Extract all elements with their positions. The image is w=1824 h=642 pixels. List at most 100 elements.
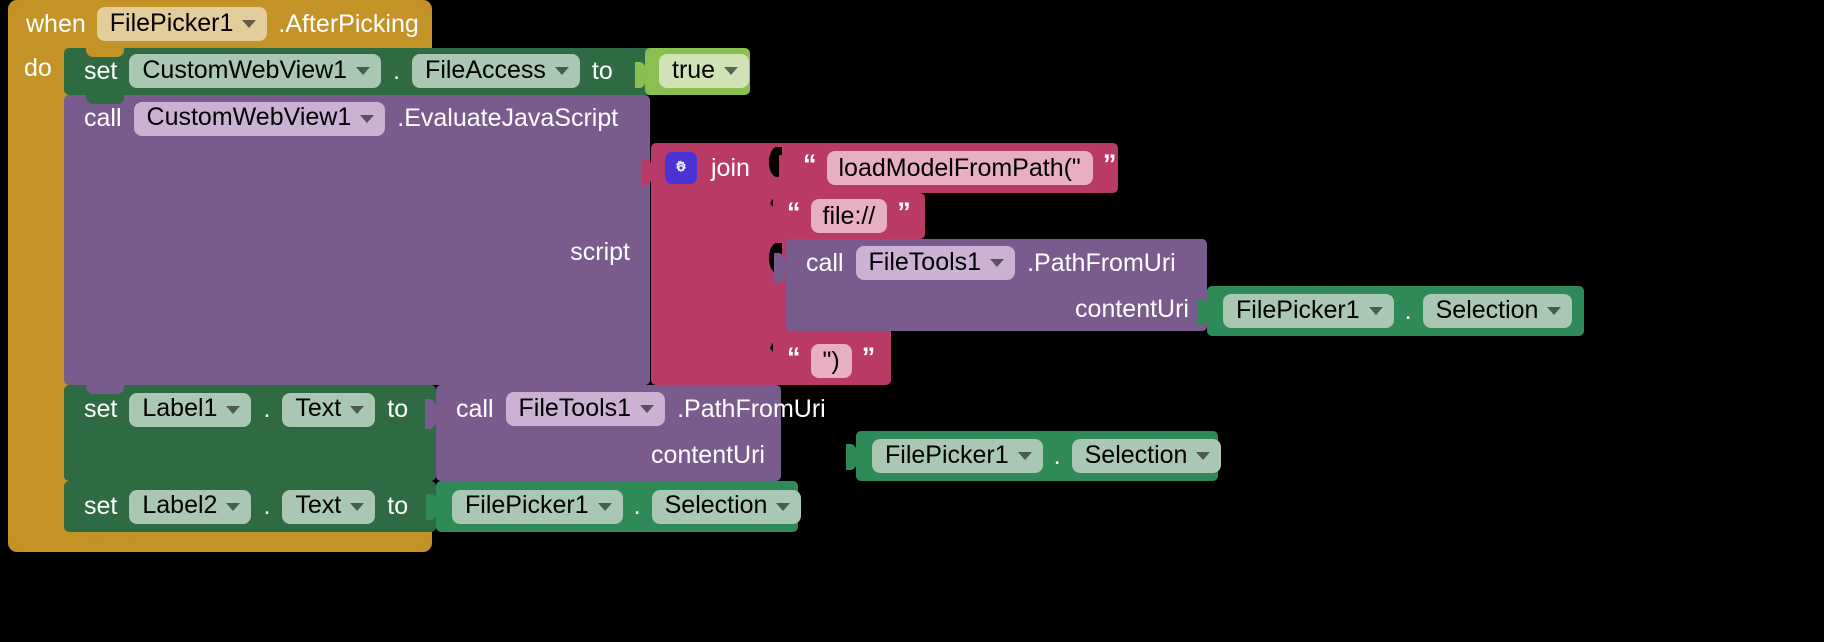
- chevron-down-icon[interactable]: [226, 502, 241, 511]
- close-quote-icon: ”: [1102, 148, 1117, 179]
- getter-block-filepicker1-selection-2[interactable]: FilePicker1 . Selection: [846, 431, 1222, 481]
- block-top-notch: [86, 48, 124, 57]
- block-left-plug: [763, 348, 775, 374]
- gear-icon[interactable]: [665, 152, 697, 184]
- set-block-label1-text[interactable]: set Label1 . Text to: [64, 385, 436, 481]
- call-component-dropdown[interactable]: CustomWebView1: [133, 101, 386, 136]
- getter-component-dropdown[interactable]: FilePicker1: [1223, 294, 1394, 328]
- join-socket-1[interactable]: [769, 147, 782, 177]
- chevron-down-icon[interactable]: [350, 405, 365, 414]
- call-evaljs-header: call CustomWebView1 .EvaluateJavaScript: [84, 95, 618, 142]
- chevron-down-icon[interactable]: [350, 502, 365, 511]
- text-block-close-paren[interactable]: “ ") ”: [763, 337, 890, 385]
- text-string-field[interactable]: loadModelFromPath(": [826, 151, 1093, 185]
- contenturi-arg-label: contentUri: [651, 440, 765, 469]
- call-label: call: [806, 248, 844, 277]
- script-arg-label: script: [570, 238, 630, 266]
- getter-property-dropdown[interactable]: Selection: [1071, 439, 1222, 473]
- logic-block-true[interactable]: true: [635, 48, 750, 95]
- to-label: to: [387, 395, 409, 423]
- dot-separator: .: [1053, 441, 1061, 470]
- call-method-label: .PathFromUri: [677, 394, 826, 423]
- block-top-notch: [86, 385, 124, 394]
- set-component-dropdown[interactable]: Label1: [129, 392, 252, 427]
- block-left-plug: [426, 494, 438, 520]
- set-block-customwebview1-fileaccess[interactable]: set CustomWebView1 . FileAccess to: [64, 48, 653, 95]
- close-quote-icon: ”: [897, 196, 911, 227]
- block-left-plug: [635, 62, 647, 88]
- text-string-field[interactable]: file://: [810, 199, 888, 233]
- true-row: true: [645, 48, 750, 94]
- getter-block-filepicker1-selection-3[interactable]: FilePicker1 . Selection: [426, 481, 802, 532]
- block-left-plug: [425, 399, 437, 429]
- chevron-down-icon[interactable]: [1017, 452, 1032, 460]
- chevron-down-icon[interactable]: [1547, 307, 1562, 315]
- getter-component-dropdown[interactable]: FilePicker1: [872, 439, 1043, 473]
- call-pathfromuri-header-2: call FileTools1 .PathFromUri: [456, 385, 826, 433]
- set-label1-row: set Label1 . Text to: [64, 386, 436, 433]
- set-fileaccess-row: set CustomWebView1 . FileAccess to: [64, 48, 653, 94]
- dot-separator: .: [633, 492, 641, 520]
- text-block-loadmodelfrompath[interactable]: “ loadModelFromPath(" ”: [779, 143, 1118, 193]
- chevron-down-icon[interactable]: [242, 20, 257, 28]
- chevron-down-icon[interactable]: [724, 67, 739, 75]
- call-block-filetools1-pathfromuri-1[interactable]: call FileTools1 .PathFromUri contentUri: [774, 239, 1207, 331]
- chevron-down-icon[interactable]: [990, 259, 1005, 267]
- getter-property-dropdown[interactable]: Selection: [651, 489, 802, 524]
- event-name-label: .AfterPicking: [278, 9, 419, 38]
- dot-separator: .: [263, 492, 271, 520]
- call-label: call: [84, 104, 122, 132]
- chevron-down-icon[interactable]: [776, 502, 791, 511]
- set-property-dropdown[interactable]: FileAccess: [412, 54, 580, 88]
- block-left-plug: [641, 159, 653, 185]
- open-quote-icon: “: [787, 341, 801, 372]
- chevron-down-icon[interactable]: [554, 67, 569, 75]
- dot-separator: .: [263, 395, 271, 423]
- when-label: when: [26, 9, 86, 38]
- chevron-down-icon[interactable]: [360, 114, 375, 123]
- set-component-dropdown[interactable]: CustomWebView1: [129, 54, 382, 88]
- call-method-label: .PathFromUri: [1027, 248, 1176, 277]
- chevron-down-icon[interactable]: [356, 67, 371, 75]
- event-component-dropdown[interactable]: FilePicker1: [96, 7, 268, 41]
- text-block-file-scheme[interactable]: “ file:// ”: [763, 193, 925, 239]
- set-block-label2-text[interactable]: set Label2 . Text to: [64, 481, 436, 532]
- getter-property-dropdown[interactable]: Selection: [1422, 294, 1573, 328]
- chevron-down-icon[interactable]: [640, 405, 655, 413]
- dot-separator: .: [393, 56, 401, 85]
- chevron-down-icon[interactable]: [597, 502, 612, 511]
- getter-component-dropdown[interactable]: FilePicker1: [452, 489, 623, 524]
- logic-value-dropdown[interactable]: true: [659, 54, 750, 88]
- set-label: set: [84, 56, 118, 85]
- getter-row: FilePicker1 . Selection: [436, 481, 802, 532]
- getter-row: FilePicker1 . Selection: [1207, 286, 1584, 336]
- text-string-field[interactable]: "): [810, 344, 852, 378]
- getter-block-filepicker1-selection-1[interactable]: FilePicker1 . Selection: [1197, 286, 1584, 336]
- set-component-dropdown[interactable]: Label2: [129, 489, 252, 524]
- chevron-down-icon[interactable]: [1368, 307, 1383, 315]
- block-left-plug: [1197, 299, 1209, 325]
- set-label: set: [84, 492, 118, 520]
- set-label: set: [84, 395, 118, 423]
- call-block-filetools1-pathfromuri-2[interactable]: call FileTools1 .PathFromUri contentUri: [425, 385, 826, 481]
- chevron-down-icon[interactable]: [1196, 452, 1211, 460]
- close-quote-icon: ”: [861, 341, 876, 372]
- call-evaljs-script-arg: script: [570, 240, 630, 265]
- join-label: join: [711, 153, 750, 182]
- contenturi-arg-label: contentUri: [1075, 294, 1189, 323]
- chevron-down-icon[interactable]: [226, 405, 241, 414]
- call-block-customwebview1-evaluatejavascript[interactable]: call CustomWebView1 .EvaluateJavaScript …: [64, 95, 650, 385]
- getter-row: FilePicker1 . Selection: [856, 431, 1222, 481]
- open-quote-icon: “: [803, 148, 817, 179]
- set-property-dropdown[interactable]: Text: [282, 392, 376, 427]
- set-property-dropdown[interactable]: Text: [282, 489, 376, 524]
- text-string-row: “ file:// ”: [773, 193, 925, 239]
- join-header: join: [665, 143, 750, 193]
- contenturi-arg-2: contentUri: [651, 433, 765, 477]
- block-left-plug: [846, 444, 858, 470]
- event-header: when FilePicker1 .AfterPicking: [8, 2, 419, 46]
- call-component-dropdown[interactable]: FileTools1: [855, 246, 1016, 280]
- block-left-plug: [774, 253, 786, 283]
- call-component-dropdown[interactable]: FileTools1: [505, 392, 666, 426]
